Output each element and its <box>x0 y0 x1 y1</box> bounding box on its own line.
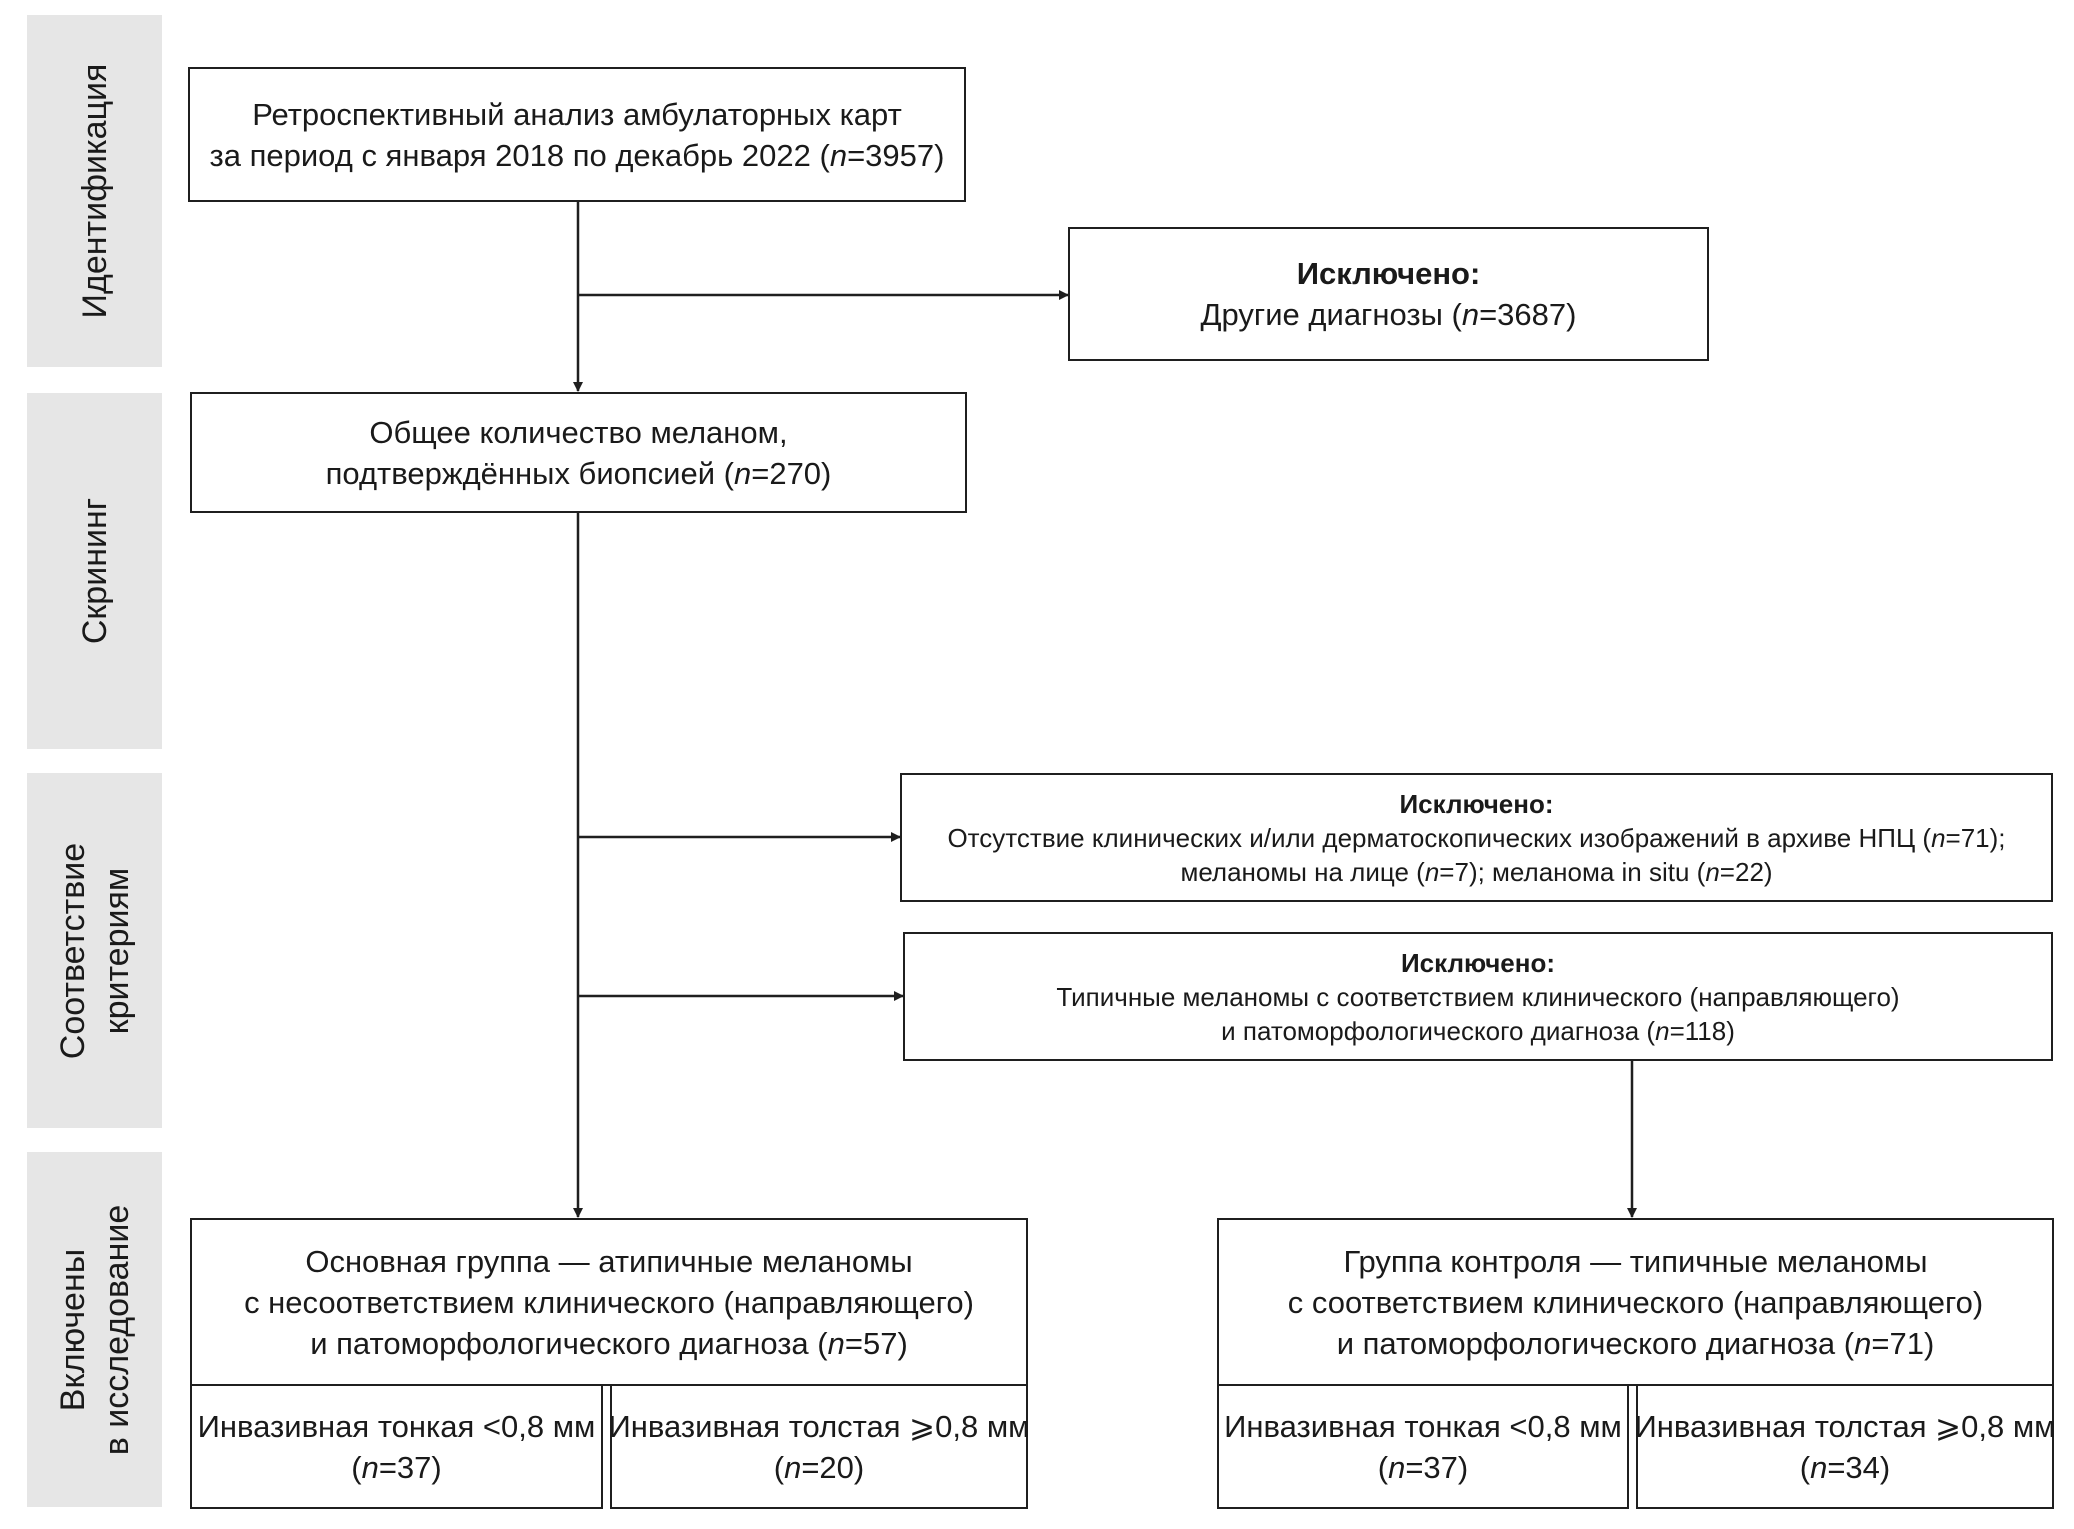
excluded-other-text: Другие диагнозы (n=3687) <box>1200 297 1577 332</box>
main-thin-count: (n=37) <box>351 1449 442 1485</box>
melanomas-line1: Общее количество меланом, <box>369 414 788 450</box>
main-group-line1: Основная группа — атипичные меланомы <box>305 1243 913 1279</box>
main-group-line2: с несоответствием клинического (направля… <box>244 1284 974 1320</box>
main-thin-label: Инвазивная тонкая <0,8 мм <box>197 1408 596 1444</box>
phase-band-included: Включены в исследование <box>27 1152 162 1507</box>
main-group-box: Основная группа — атипичные меланомы с н… <box>190 1218 1028 1386</box>
excluded-images-heading: Исключено: <box>1399 788 1554 819</box>
main-thick-box: Инвазивная толстая ⩾0,8 мм (n=20) <box>608 1384 1030 1509</box>
excluded-images-line1: Отсутствие клинических и/или дерматоскоп… <box>947 822 2006 853</box>
melanomas-box: Общее количество меланом, подтверждённых… <box>190 392 967 513</box>
control-thin-count: (n=37) <box>1377 1449 1469 1485</box>
records-line2: за период с января 2018 по декабрь 2022 … <box>209 137 945 173</box>
records-box: Ретроспективный анализ амбулаторных карт… <box>188 67 966 202</box>
control-thick-count: (n=34) <box>1799 1449 1891 1485</box>
control-group-box: Группа контроля — типичные меланомы с со… <box>1217 1218 2054 1386</box>
control-thick-box: Инвазивная толстая ⩾0,8 мм (n=34) <box>1634 1384 2056 1509</box>
excluded-other-box: Исключено: Другие диагнозы (n=3687) <box>1068 227 1709 361</box>
control-thin-box: Инвазивная тонкая <0,8 мм (n=37) <box>1217 1384 1629 1509</box>
main-thin-box: Инвазивная тонкая <0,8 мм (n=37) <box>190 1384 603 1509</box>
excluded-other-heading: Исключено: <box>1296 256 1481 291</box>
excluded-typical-line1: Типичные меланомы с соответствием клинич… <box>1056 981 1900 1012</box>
control-thin-label: Инвазивная тонкая <0,8 мм <box>1224 1408 1622 1444</box>
excluded-images-box: Исключено: Отсутствие клинических и/или … <box>900 773 2053 902</box>
phase-band-screening: Скрининг <box>27 393 162 749</box>
excluded-typical-box: Исключено: Типичные меланомы с соответст… <box>903 932 2053 1061</box>
records-line1: Ретроспективный анализ амбулаторных карт <box>252 96 902 132</box>
excluded-images-line2: меланомы на лице (n=7); меланома in situ… <box>1180 856 1773 887</box>
control-group-line3: и патоморфологического диагноза (n=71) <box>1336 1325 1935 1361</box>
phase-band-identification: Идентификация <box>27 15 162 367</box>
main-thick-label: Инвазивная толстая ⩾0,8 мм <box>608 1408 1030 1444</box>
main-thick-count: (n=20) <box>773 1449 865 1485</box>
control-group-line2: с соответствием клинического (направляющ… <box>1287 1284 1984 1320</box>
phase-band-eligibility: Соответствие критериям <box>27 773 162 1128</box>
excluded-typical-line2: и патоморфологического диагноза (n=118) <box>1221 1015 1735 1046</box>
excluded-typical-heading: Исключено: <box>1400 947 1555 978</box>
main-group-line3: и патоморфологического диагноза (n=57) <box>310 1325 908 1361</box>
melanomas-line2: подтверждённых биопсией (n=270) <box>325 455 832 491</box>
control-thick-label: Инвазивная толстая ⩾0,8 мм <box>1634 1408 2056 1444</box>
control-group-line1: Группа контроля — типичные меланомы <box>1343 1243 1928 1279</box>
